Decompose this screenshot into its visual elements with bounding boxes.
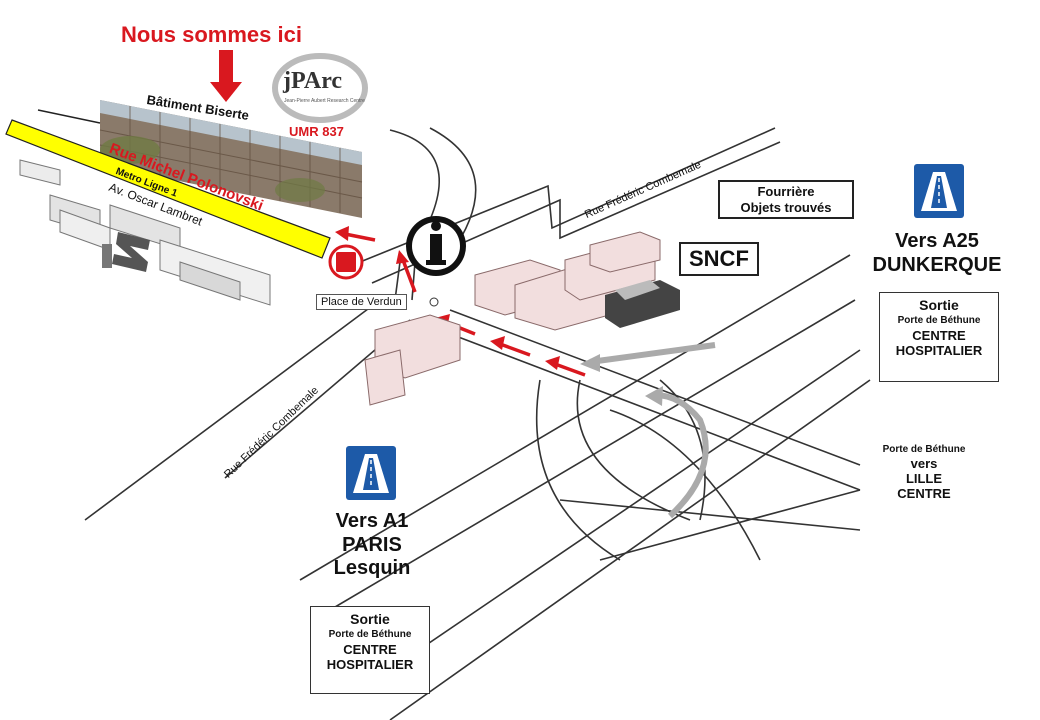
- place-verdun-label: Place de Verdun: [316, 294, 407, 310]
- dest-a1: Vers A1 PARIS Lesquin: [310, 510, 434, 581]
- exit-right-subtitle: Porte de Béthune: [897, 315, 981, 326]
- logo-subtext: Jean-Pierre Aubert Research Centre: [284, 98, 365, 104]
- dest-a1-line1: Vers A1: [335, 510, 409, 532]
- place-marker-icon: [429, 297, 439, 307]
- dest-lille-line4: CENTRE: [897, 486, 951, 502]
- exit-right-line1: CENTRE: [912, 328, 966, 343]
- building-photo: [99, 100, 363, 218]
- street-edge-line: [37, 109, 101, 124]
- grey-route-arrow-upper: [589, 342, 716, 365]
- exit-right-line2: HOSPITALIER: [895, 342, 983, 358]
- z-building: [102, 232, 150, 272]
- dest-a25: Vers A25 DUNKERQUE: [860, 230, 1014, 277]
- here-label: Nous sommes ici: [121, 22, 302, 47]
- fourriere-line2: Objets trouvés: [740, 199, 832, 215]
- grey-route-arrow-curve: [654, 392, 709, 519]
- dest-lille-line2: vers: [910, 455, 938, 471]
- road-network: [84, 127, 871, 720]
- exit-box-bottom: Sortie Porte de Béthune CENTRE HOSPITALI…: [310, 606, 430, 694]
- motorway-sign-a25-icon: [914, 164, 964, 218]
- exit-bottom-line1: CENTRE: [343, 642, 397, 657]
- exit-right-title: Sortie: [919, 297, 959, 313]
- grey-arrowhead-upper: [580, 354, 600, 372]
- dest-a25-line1: Vers A25: [895, 230, 979, 252]
- metro-logo-icon: [328, 244, 364, 280]
- here-arrow: [210, 50, 242, 102]
- umr-label: UMR 837: [289, 124, 344, 139]
- jparc-logo-icon: [272, 53, 368, 123]
- dest-lille-line3: LILLE: [905, 471, 943, 487]
- sncf-label: SNCF: [679, 242, 759, 276]
- fourriere-line1: Fourrière: [757, 184, 815, 199]
- dark-building: [605, 280, 680, 328]
- info-logo-icon: [406, 216, 466, 276]
- logo-text: jPArc: [283, 68, 343, 94]
- exit-box-right: Sortie Porte de Béthune CENTRE HOSPITALI…: [879, 292, 999, 382]
- exit-bottom-line2: HOSPITALIER: [326, 656, 414, 672]
- grey-arrowhead-curve: [645, 386, 663, 406]
- motorway-sign-a1-icon: [346, 446, 396, 500]
- dest-a1-line2: PARIS: [342, 533, 402, 556]
- fourriere-box: Fourrière Objets trouvés: [718, 180, 854, 220]
- dest-a25-line2: DUNKERQUE: [872, 253, 1002, 276]
- dest-lille: Porte de Béthune vers LILLE CENTRE: [864, 444, 984, 502]
- dest-lille-line1: Porte de Béthune: [882, 444, 966, 455]
- exit-bottom-title: Sortie: [350, 611, 390, 627]
- campus-buildings-left: [19, 159, 271, 306]
- metro-line-band: [5, 119, 331, 259]
- exit-bottom-subtitle: Porte de Béthune: [328, 629, 412, 640]
- dest-a1-line3: Lesquin: [333, 557, 411, 580]
